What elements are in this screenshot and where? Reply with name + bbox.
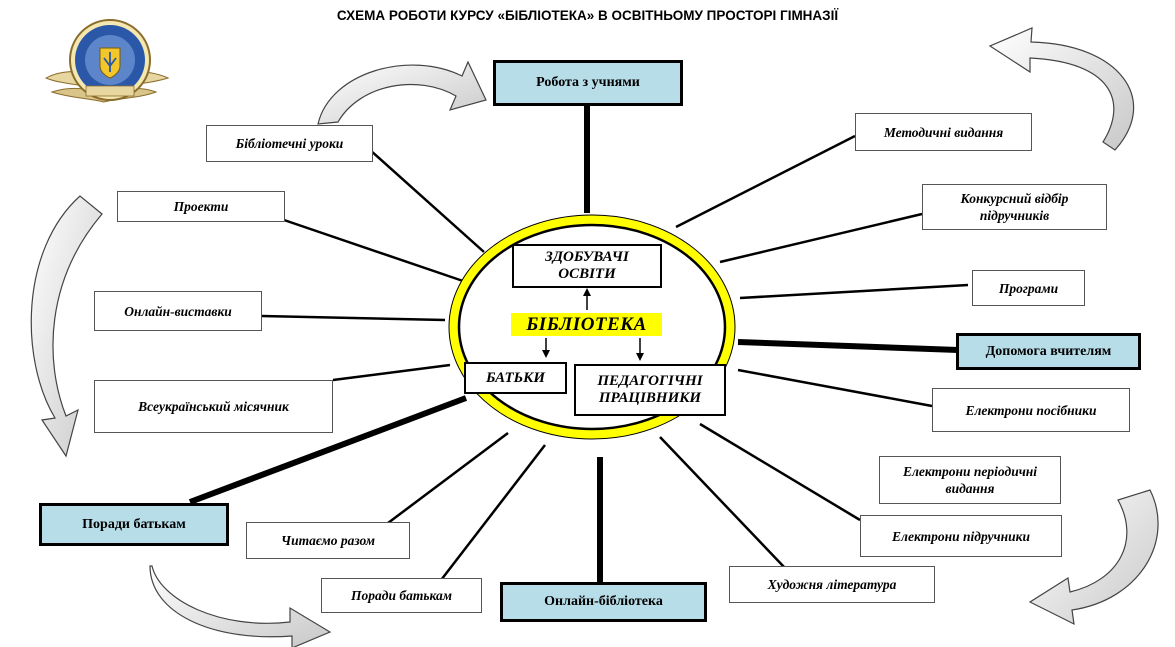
main-connector-lines [188, 106, 959, 583]
library-center-label: БІБЛІОТЕКА [511, 313, 662, 336]
thin-connector-lines [261, 134, 969, 585]
e-textbooks-node[interactable]: Електрони підручники [860, 515, 1062, 557]
teachers-inner-node[interactable]: ПЕДАГОГІЧНІ ПРАЦІВНИКИ [574, 364, 726, 416]
gymnasium-emblem-icon [44, 19, 170, 103]
fiction-node[interactable]: Художня література [729, 566, 935, 603]
parent-tips-node[interactable]: Поради батькам [321, 578, 482, 613]
textbook-selection-line1: Конкурсний відбір [960, 191, 1069, 206]
programs-node[interactable]: Програми [972, 270, 1085, 306]
curved-arrow-icon [988, 27, 1134, 151]
teacher-help-node[interactable]: Допомога вчителям [956, 333, 1141, 370]
method-publications-node[interactable]: Методичні видання [855, 113, 1032, 151]
curved-arrow-icon [30, 195, 103, 458]
e-manuals-node[interactable]: Електрони посібники [932, 388, 1130, 432]
students-inner-node[interactable]: ЗДОБУВАЧІ ОСВІТИ [512, 244, 662, 288]
students-inner-line2: ОСВІТИ [558, 266, 616, 282]
parent-advice-node[interactable]: Поради батькам [39, 503, 229, 546]
curved-arrow-icon [317, 60, 487, 125]
parents-inner-node[interactable]: БАТЬКИ [464, 362, 567, 394]
page-title: СХЕМА РОБОТИ КУРСУ «БІБЛІОТЕКА» В ОСВІТН… [336, 8, 839, 23]
online-exhibitions-node[interactable]: Онлайн-виставки [94, 291, 262, 331]
e-periodicals-node[interactable]: Електрони періодичні видання [879, 456, 1061, 504]
ukrainian-month-node[interactable]: Всеукраїнський місячник [94, 380, 333, 433]
library-lessons-node[interactable]: Бібліотечні уроки [206, 125, 373, 162]
library-ring-yellow [449, 215, 735, 439]
arrow-down-icon [636, 338, 644, 361]
reading-together-node[interactable]: Читаємо разом [246, 522, 410, 559]
arrow-down-icon [542, 338, 550, 358]
students-work-node[interactable]: Робота з учнями [493, 60, 683, 106]
students-inner-line1: ЗДОБУВАЧІ [545, 249, 629, 265]
curved-arrow-icon [1028, 489, 1159, 626]
teachers-inner-line2: ПРАЦІВНИКИ [598, 390, 702, 406]
textbook-selection-line2: підручників [979, 208, 1050, 223]
projects-node[interactable]: Проекти [117, 191, 285, 222]
textbook-selection-node[interactable]: Конкурсний відбір підручників [922, 184, 1107, 230]
teachers-inner-line1: ПЕДАГОГІЧНІ [597, 373, 703, 389]
online-library-node[interactable]: Онлайн-бібліотека [500, 582, 707, 622]
e-periodicals-line1: Електрони періодичні [902, 464, 1038, 479]
e-periodicals-line2: видання [945, 481, 995, 496]
curved-arrow-icon [149, 565, 332, 647]
arrow-up-icon [583, 288, 591, 310]
